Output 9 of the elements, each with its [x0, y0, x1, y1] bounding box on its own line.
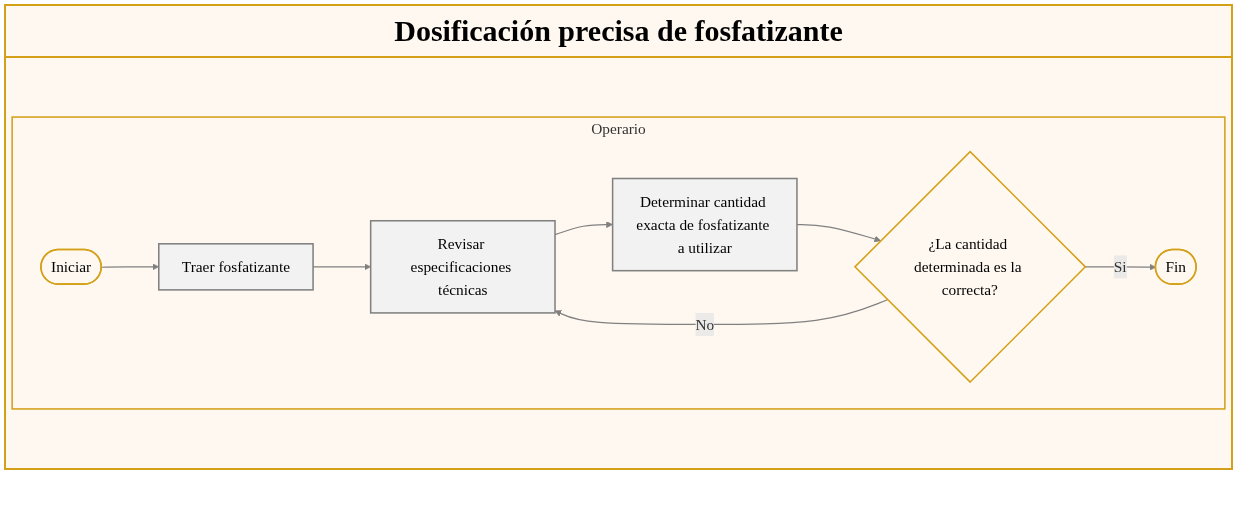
edge-label: No	[695, 316, 715, 333]
node-diamond: ¿La cantidad determinada es la correcta?	[853, 150, 1087, 384]
edge-label: Si	[1113, 258, 1127, 276]
node-box: Traer fosfatizante	[158, 243, 314, 291]
node-box: Determinar cantidad exacta de fosfatizante a utilizar	[611, 177, 798, 272]
arrow	[796, 224, 881, 243]
node-box: Revisar especificaciones técnicas	[369, 220, 556, 314]
arrow	[554, 299, 889, 326]
diagram-title: Dosificación precisa de fosfatizante	[6, 6, 1231, 58]
